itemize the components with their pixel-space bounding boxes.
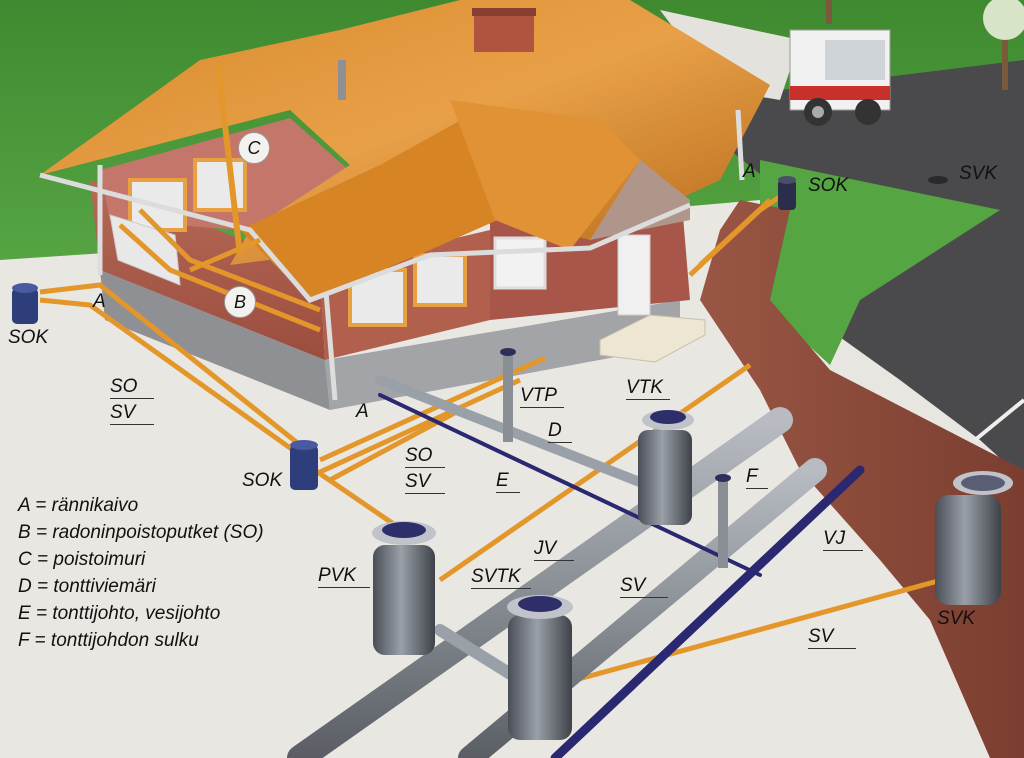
label-vj: VJ	[823, 529, 863, 551]
tree	[983, 0, 1024, 90]
label-sv-center: SV	[620, 576, 668, 598]
lawn-strip	[760, 160, 1000, 365]
gable-end	[590, 160, 690, 240]
well-svtk	[507, 595, 573, 740]
downpipe	[735, 109, 745, 181]
label-f: F	[746, 467, 768, 489]
downpipe	[323, 291, 338, 401]
label-a-front: A	[356, 401, 369, 422]
tree	[826, 0, 832, 24]
house-foundation	[100, 270, 330, 410]
so-sv-pipes	[39, 187, 961, 683]
label-c: C	[238, 132, 270, 164]
water-pipes	[378, 393, 865, 758]
label-vtp: VTP	[520, 386, 564, 408]
legend-item-d: D = tonttiviemäri	[18, 576, 156, 597]
label-vtk: VTK	[626, 378, 670, 400]
well-vtk	[638, 410, 694, 525]
label-svk-right: SVK	[937, 608, 976, 629]
chimney	[474, 12, 534, 52]
label-pvk: PVK	[318, 566, 370, 588]
road-drain	[928, 176, 948, 184]
label-sok-right: SOK	[808, 175, 849, 196]
well-sok-right	[778, 176, 796, 210]
label-svk-road: SVK	[959, 163, 998, 184]
well-sok-left	[12, 283, 38, 324]
road-line	[973, 398, 1024, 442]
legend-item-a: A = rännikaivo	[18, 495, 139, 516]
label-sok-left: SOK	[8, 327, 49, 348]
vent-stack	[338, 60, 346, 100]
label-sv-right: SV	[808, 627, 856, 649]
legend-item-c: C = poistoimuri	[18, 549, 146, 570]
label-svtk: SVTK	[471, 567, 531, 589]
radon-exhaust-pipe	[215, 64, 243, 256]
label-a-left: A	[93, 291, 106, 312]
label-a-right: A	[743, 161, 756, 182]
radon-pipes	[118, 208, 321, 333]
legend-item-b: B = radoninpoistoputket (SO)	[18, 522, 264, 543]
label-sv-mid: SV	[405, 472, 445, 494]
label-jv: JV	[534, 539, 574, 561]
label-sv-left: SV	[110, 403, 154, 425]
house-foundation-front	[325, 300, 680, 410]
window	[413, 253, 467, 307]
sidewalk	[660, 10, 800, 100]
label-sok-front: SOK	[242, 470, 283, 491]
label-so-mid: SO	[405, 446, 445, 468]
window	[493, 236, 547, 290]
label-e: E	[496, 471, 520, 493]
legend-item-f: F = tonttijohdon sulku	[18, 630, 199, 651]
label-b: B	[224, 286, 256, 318]
label-d: D	[548, 421, 572, 443]
gutter	[39, 172, 691, 303]
legend-item-e: E = tonttijohto, vesijohto	[18, 603, 221, 624]
vtp-pipe	[503, 352, 513, 442]
window	[193, 158, 247, 212]
shutoff-valve-pipe	[718, 478, 728, 568]
well-sok-front	[290, 440, 318, 490]
well-pvk	[372, 521, 436, 655]
truck	[789, 29, 891, 126]
door	[617, 234, 651, 316]
soil-wall	[700, 200, 1024, 758]
roof-front-gable	[240, 115, 520, 300]
well-svk	[935, 471, 1013, 605]
legend: A = rännikaivo B = radoninpoistoputket (…	[18, 492, 264, 654]
entrance-steps	[599, 314, 706, 363]
roof-wing-gable	[450, 100, 640, 250]
road	[730, 60, 1024, 480]
label-so-left: SO	[110, 377, 154, 399]
